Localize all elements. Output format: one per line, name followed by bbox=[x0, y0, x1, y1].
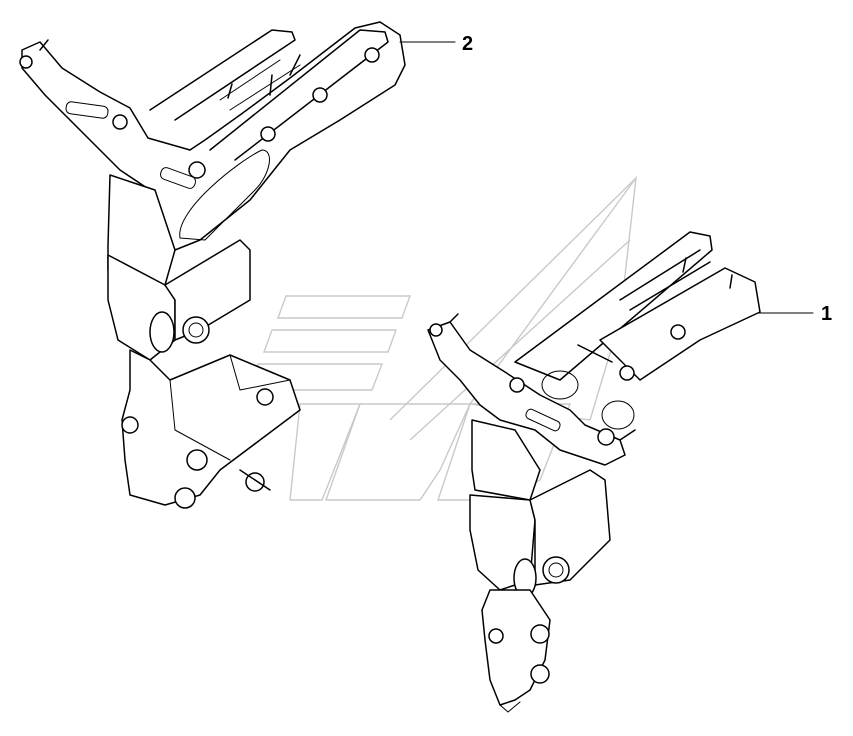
callout-2: 2 bbox=[399, 33, 473, 55]
callout-1-label: 1 bbox=[821, 303, 832, 325]
part-1-bracket-assembly bbox=[427, 231, 761, 713]
callout-1: 1 bbox=[757, 303, 832, 325]
part-2-bracket-assembly bbox=[19, 21, 406, 509]
callout-2-label: 2 bbox=[462, 33, 473, 55]
